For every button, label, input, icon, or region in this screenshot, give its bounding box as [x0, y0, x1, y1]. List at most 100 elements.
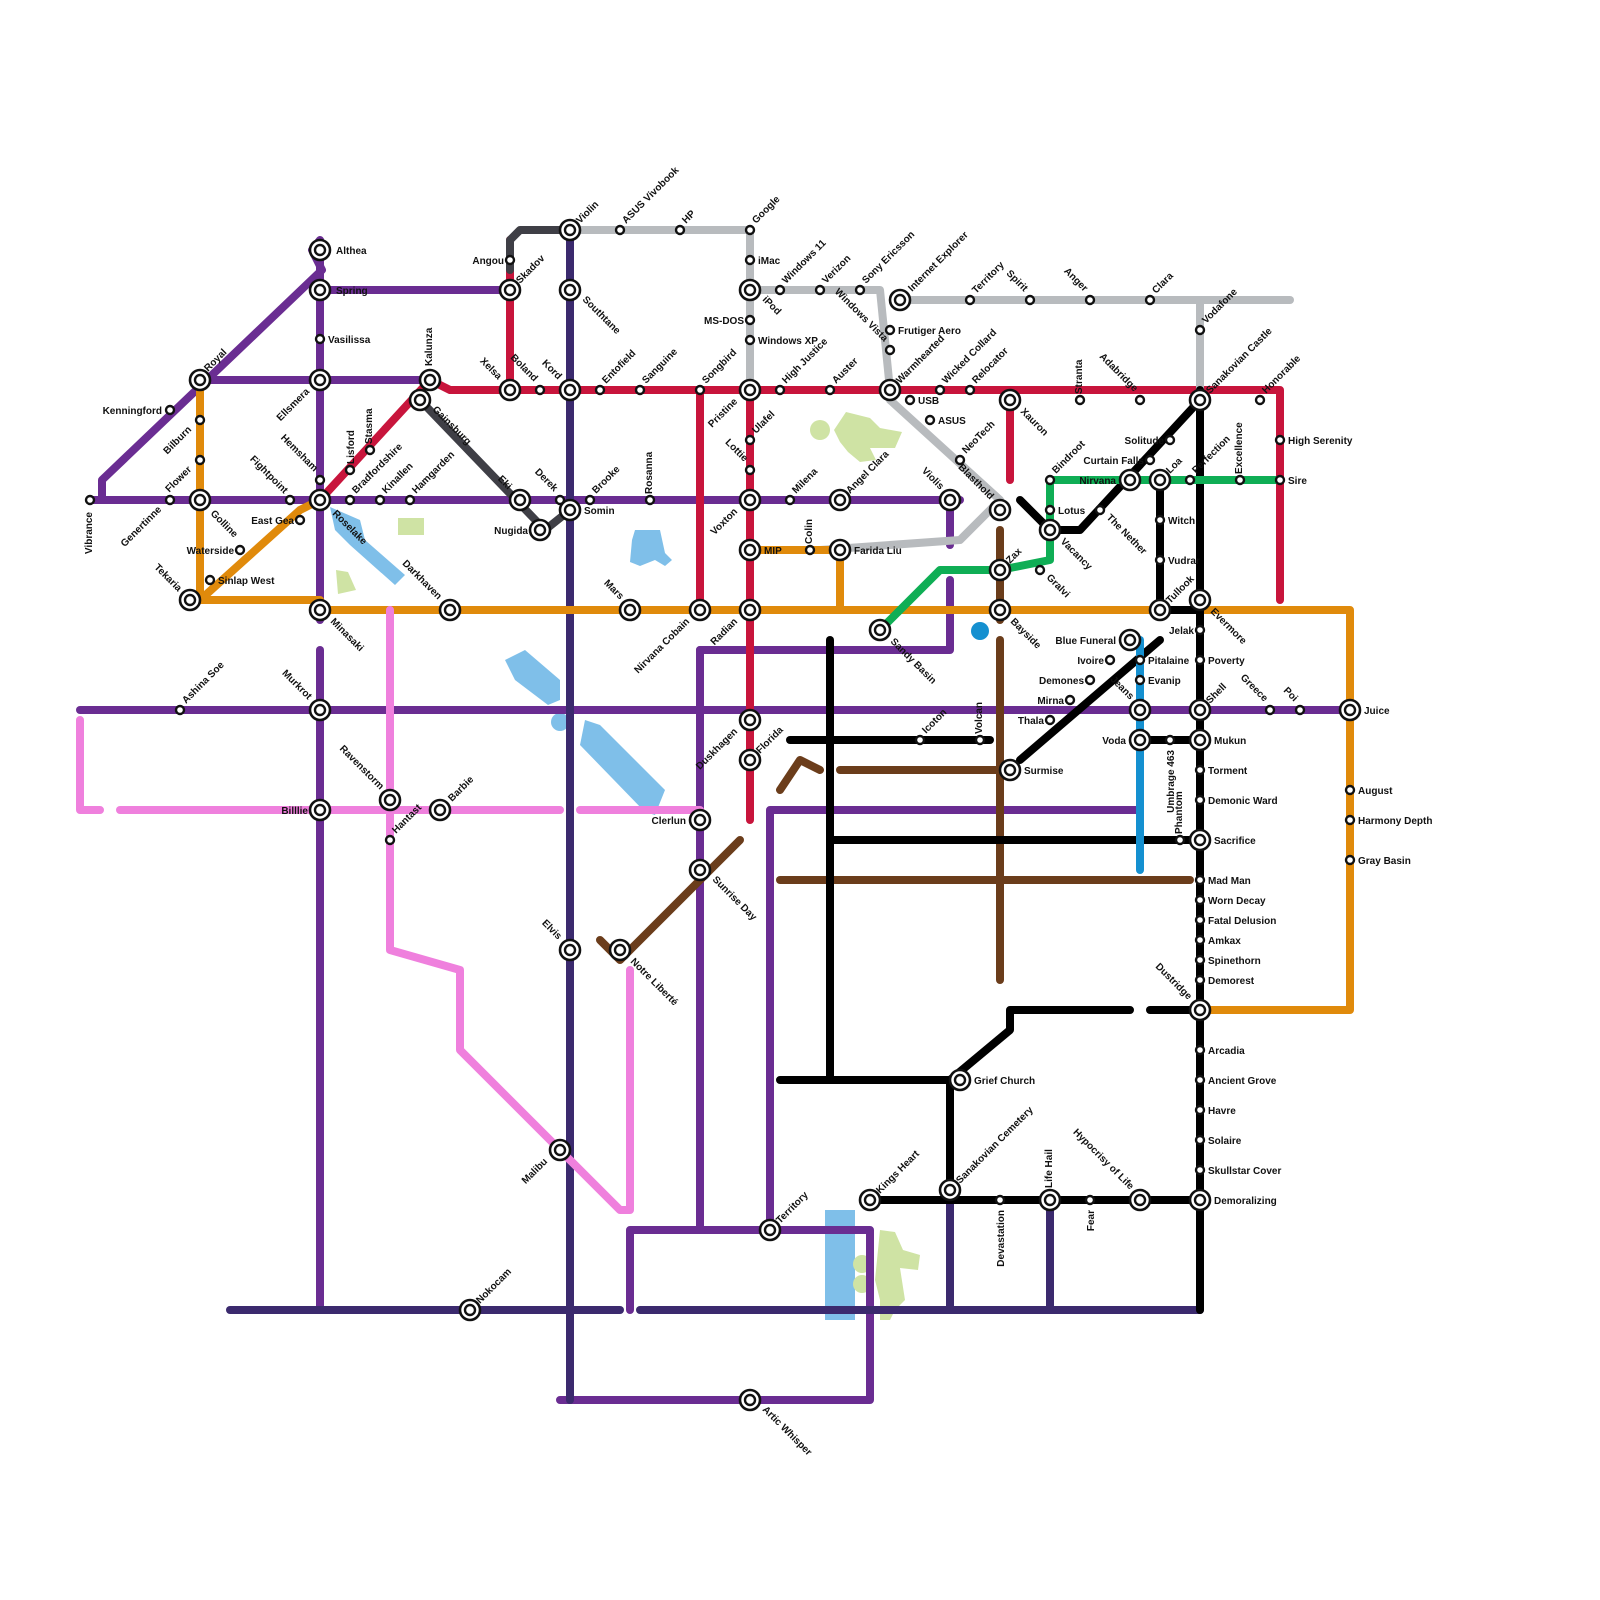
stop-marker[interactable] [1026, 296, 1034, 304]
station-notre-liberte[interactable] [610, 940, 630, 960]
station-windows-11[interactable] [776, 286, 784, 294]
station-evermore[interactable] [1190, 590, 1210, 610]
station-roselake[interactable] [310, 490, 330, 510]
station-demones[interactable] [1086, 676, 1094, 684]
station-xauron[interactable] [1000, 390, 1020, 410]
stop-marker[interactable] [196, 416, 204, 424]
station-arcadia[interactable] [1196, 1046, 1204, 1054]
stop-marker[interactable] [1346, 856, 1354, 864]
stop-marker[interactable] [926, 416, 934, 424]
station-verizon[interactable] [816, 286, 824, 294]
station-kenningford[interactable] [166, 406, 174, 414]
station-poverty[interactable] [1196, 656, 1204, 664]
stop-marker[interactable] [746, 256, 754, 264]
station-ms-dos[interactable] [746, 316, 754, 324]
station-kalunza[interactable] [420, 370, 440, 390]
stop-marker[interactable] [1096, 506, 1104, 514]
stop-marker[interactable] [1136, 676, 1144, 684]
stop-marker[interactable] [806, 546, 814, 554]
stop-marker[interactable] [886, 346, 894, 354]
brown-line[interactable] [780, 760, 820, 790]
station-sacrifice[interactable] [1190, 830, 1210, 850]
station-dustridge[interactable] [1190, 1000, 1210, 1020]
station-lottie[interactable] [746, 466, 754, 474]
station-spring[interactable] [310, 280, 330, 300]
stop-marker[interactable] [1146, 296, 1154, 304]
orange-line[interactable] [750, 550, 840, 610]
station-radian[interactable] [740, 600, 760, 620]
station-anger[interactable] [1086, 296, 1094, 304]
station-high-justice[interactable] [776, 386, 784, 394]
station-juice[interactable] [1340, 700, 1360, 720]
station-violis[interactable] [940, 490, 960, 510]
station-ivoire[interactable] [1106, 656, 1114, 664]
stop-marker[interactable] [616, 226, 624, 234]
stop-marker[interactable] [1276, 476, 1284, 484]
stop-marker[interactable] [916, 736, 924, 744]
station-nirvana-cobain[interactable] [690, 600, 710, 620]
station-bayside[interactable] [990, 600, 1010, 620]
station-surmise[interactable] [1000, 760, 1020, 780]
station-vudrar[interactable] [1156, 556, 1164, 564]
stop-marker[interactable] [1196, 956, 1204, 964]
station-genertinne[interactable] [166, 496, 174, 504]
stop-marker[interactable] [286, 496, 294, 504]
station-curtain-falls[interactable] [1146, 456, 1154, 464]
station-wicked-collard[interactable] [936, 386, 944, 394]
station-vodafone[interactable] [1196, 326, 1204, 334]
stop-marker[interactable] [996, 1196, 1004, 1204]
stop-marker[interactable] [536, 386, 544, 394]
station-fatal-delusion[interactable] [1196, 916, 1204, 924]
station-althea[interactable] [310, 240, 330, 260]
stop-marker[interactable] [1346, 786, 1354, 794]
station-pristine[interactable] [740, 380, 760, 400]
station-flower[interactable] [196, 456, 204, 464]
stop-marker[interactable] [1196, 796, 1204, 804]
stop-marker[interactable] [646, 496, 654, 504]
stop-marker[interactable] [1136, 396, 1144, 404]
station-mirna[interactable] [1066, 696, 1074, 704]
station-golline[interactable] [190, 490, 210, 510]
station-royal[interactable] [190, 370, 210, 390]
station-warmhearted[interactable] [880, 380, 900, 400]
station-billlie[interactable] [310, 800, 330, 820]
station-elvis[interactable] [560, 940, 580, 960]
station-greece[interactable] [1266, 706, 1274, 714]
stop-marker[interactable] [1196, 656, 1204, 664]
stop-marker[interactable] [1276, 436, 1284, 444]
stop-marker[interactable] [1196, 1076, 1204, 1084]
stop-marker[interactable] [966, 386, 974, 394]
purple-line[interactable] [560, 1230, 870, 1400]
station-thala[interactable] [1046, 716, 1054, 724]
station-farida-liu[interactable] [830, 540, 850, 560]
station-the-nether[interactable] [1096, 506, 1104, 514]
stop-marker[interactable] [636, 386, 644, 394]
station-havre[interactable] [1196, 1106, 1204, 1114]
stop-marker[interactable] [366, 446, 374, 454]
stop-marker[interactable] [1066, 696, 1074, 704]
stop-marker[interactable] [746, 336, 754, 344]
station-demonic-ward[interactable] [1196, 796, 1204, 804]
station-perfection[interactable] [1186, 476, 1194, 484]
station-blasthold[interactable] [990, 500, 1010, 520]
stop-marker[interactable] [1086, 1196, 1094, 1204]
station-gainsburg[interactable] [410, 390, 430, 410]
station-hp[interactable] [676, 226, 684, 234]
stop-marker[interactable] [346, 466, 354, 474]
station-mukun[interactable] [1190, 730, 1210, 750]
stop-marker[interactable] [1196, 936, 1204, 944]
station-southtane[interactable] [560, 280, 580, 300]
station-angel-clara[interactable] [830, 490, 850, 510]
station-kinallen[interactable] [376, 496, 384, 504]
stop-marker[interactable] [1166, 436, 1174, 444]
station-stasma[interactable] [366, 446, 374, 454]
stop-marker[interactable] [176, 706, 184, 714]
stop-marker[interactable] [1196, 766, 1204, 774]
station-grief-church[interactable] [950, 1070, 970, 1090]
stop-marker[interactable] [596, 386, 604, 394]
station-ancient-grove[interactable] [1196, 1076, 1204, 1084]
station-amkax[interactable] [1196, 936, 1204, 944]
stop-marker[interactable] [856, 286, 864, 294]
stop-marker[interactable] [316, 476, 324, 484]
